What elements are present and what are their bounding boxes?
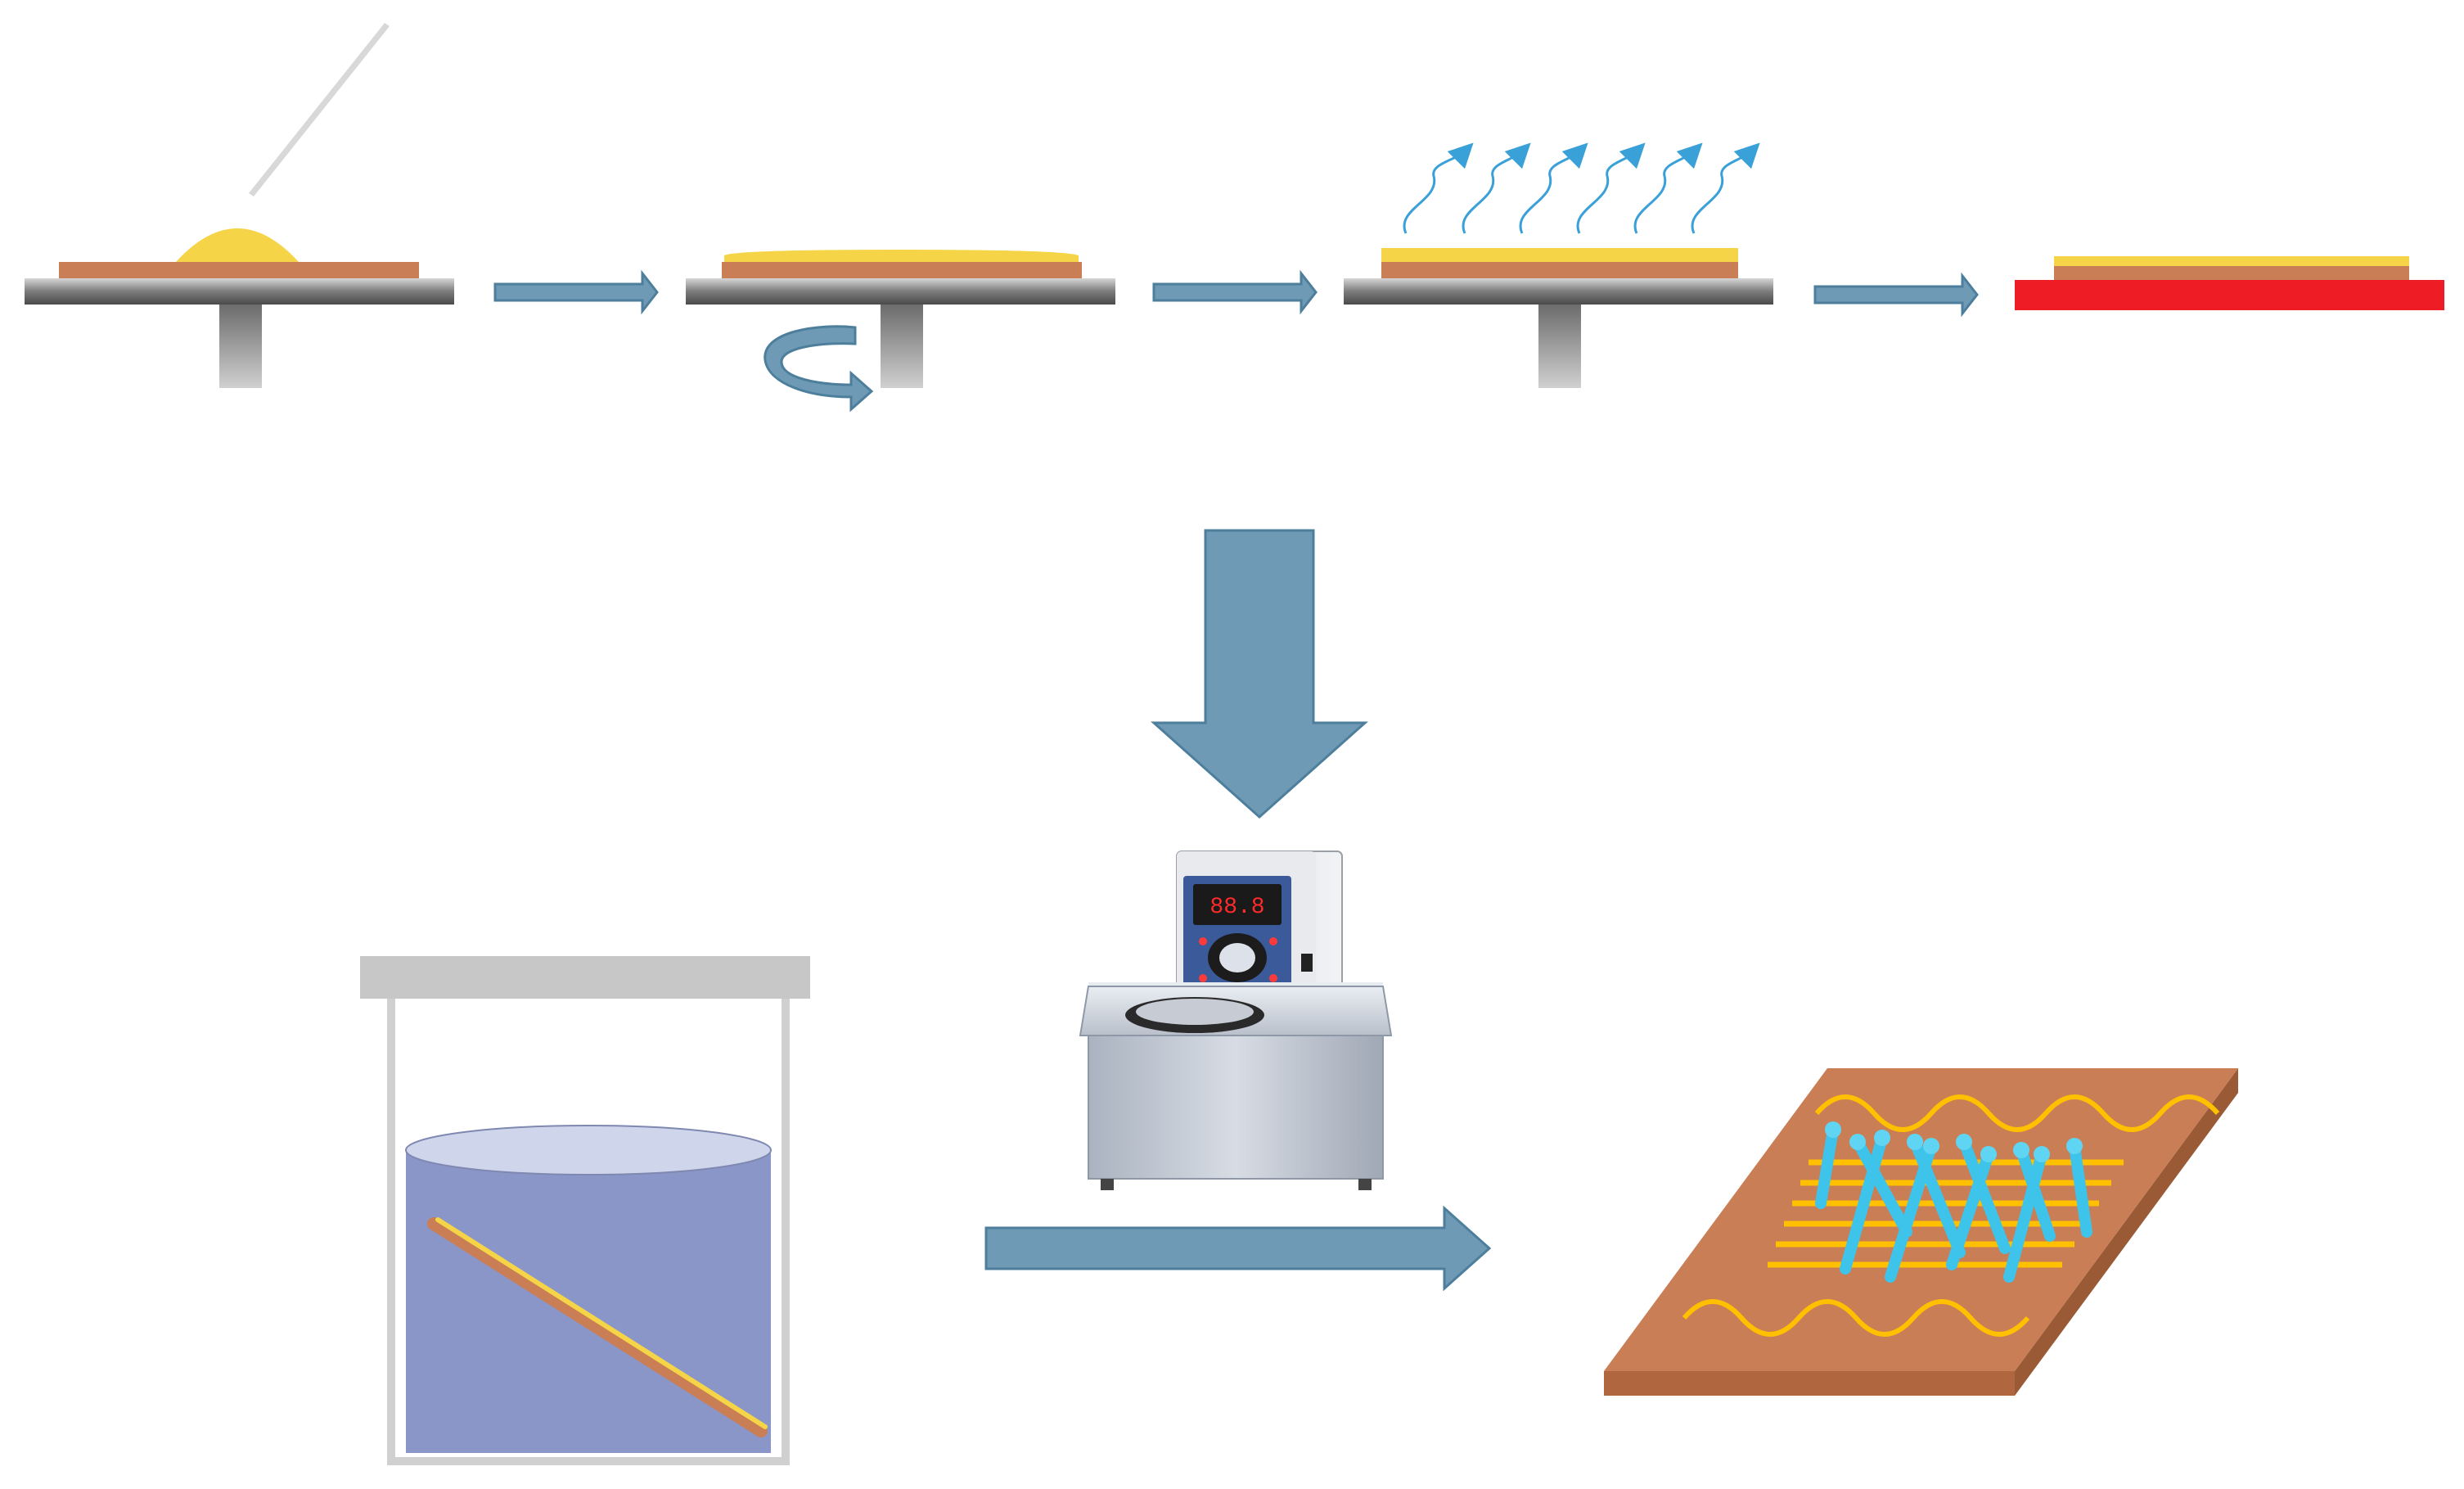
spinner-shaft [219, 305, 262, 388]
substrate-slab-side [1604, 1371, 2015, 1396]
arrow-right-icon [1152, 269, 1318, 315]
coating-layer [724, 250, 1079, 262]
substrate [59, 262, 419, 278]
arrow-down-icon [1151, 529, 1368, 819]
spinner-shaft [881, 305, 923, 388]
pipette-icon [249, 23, 390, 196]
step-immersion [360, 956, 810, 1465]
red-base [2015, 280, 2444, 310]
spinner-plate [686, 278, 1115, 305]
beaker-wall [387, 999, 790, 1465]
thermostatic-bath-icon: 88.8 [1079, 851, 1393, 1190]
spinner-shaft [1538, 305, 1581, 388]
arrow-right-icon [984, 1205, 1492, 1292]
liquid-surface [405, 1125, 772, 1175]
spinner-plate [25, 278, 454, 305]
coating-drop [176, 228, 299, 262]
svg-text:88.8: 88.8 [1209, 895, 1264, 920]
coating-layer [1381, 248, 1738, 263]
arrow-right-icon [493, 269, 659, 315]
substrate [1381, 262, 1738, 278]
step-film [2015, 256, 2444, 310]
rotation-arrow-icon [764, 325, 874, 413]
beaker-lid [360, 956, 810, 999]
immersed-sample [427, 1217, 768, 1437]
spinner-plate [1344, 278, 1773, 305]
coating-layer [2054, 256, 2409, 266]
substrate [2054, 266, 2409, 280]
nanostructure-substrate-icon [1604, 1068, 2238, 1396]
step-deposit [25, 23, 454, 388]
step-evaporate [1344, 142, 1773, 388]
evaporation-arrows-icon [1403, 142, 1760, 234]
step-spin [686, 250, 1115, 413]
arrow-right-icon [1813, 272, 1979, 318]
display-icon [1193, 884, 1282, 925]
substrate [722, 262, 1082, 278]
